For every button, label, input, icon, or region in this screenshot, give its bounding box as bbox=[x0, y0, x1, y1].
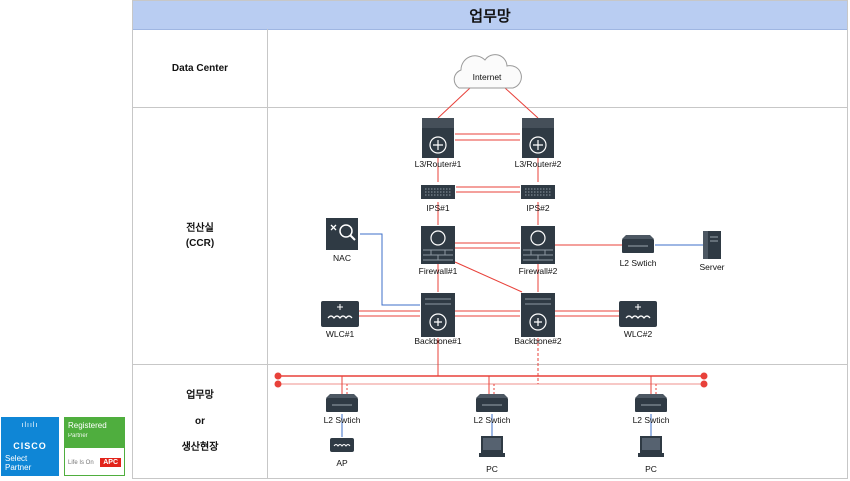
badge-text: Life Is On bbox=[68, 459, 94, 466]
apc-partner-badge: Registered Partner Life Is On APC bbox=[64, 417, 125, 476]
node-label: AP bbox=[336, 458, 348, 468]
node-label: WLC#1 bbox=[325, 329, 355, 339]
node-label: PC bbox=[486, 464, 498, 474]
network-links bbox=[278, 87, 704, 397]
apc-logo: APC bbox=[100, 458, 121, 467]
zone-data-center: Data Center bbox=[133, 29, 267, 107]
blue-links bbox=[341, 233, 703, 437]
badge-text: Partner bbox=[68, 433, 88, 439]
switch-icon bbox=[325, 393, 359, 413]
firewall-icon bbox=[421, 226, 455, 264]
zone-divider bbox=[133, 107, 847, 108]
ips-icon bbox=[521, 185, 555, 199]
node-label: L2 Swtich bbox=[619, 258, 657, 268]
badge-text: Registered bbox=[68, 421, 107, 430]
cisco-logo: CISCO bbox=[13, 441, 47, 451]
node-label: L3/Router#1 bbox=[414, 159, 462, 169]
cloud-icon bbox=[453, 54, 522, 89]
wlc-icon bbox=[321, 301, 359, 327]
firewall-icon bbox=[521, 226, 555, 264]
node-label: Backbone#2 bbox=[514, 336, 562, 346]
badge-text: Partner bbox=[5, 463, 32, 472]
backbone-icon bbox=[521, 293, 555, 337]
node-label: L2 Swtich bbox=[473, 415, 511, 425]
wlc-icon bbox=[619, 301, 657, 327]
node-label: Firewall#2 bbox=[518, 266, 558, 276]
node-label: Server bbox=[699, 262, 725, 272]
server-icon bbox=[703, 231, 721, 259]
bus-endpoint bbox=[274, 372, 282, 380]
ap-icon bbox=[330, 438, 354, 452]
node-label: L3/Router#2 bbox=[514, 159, 562, 169]
node-label: Internet bbox=[472, 72, 502, 82]
link bbox=[437, 87, 471, 119]
ips-icon bbox=[421, 185, 455, 199]
bus-endpoints bbox=[274, 372, 708, 388]
node-label: L2 Swtich bbox=[632, 415, 670, 425]
label-column-divider bbox=[267, 29, 268, 479]
zone-label: Data Center bbox=[171, 62, 229, 74]
node-label: WLC#2 bbox=[623, 329, 653, 339]
router-icon bbox=[422, 118, 454, 158]
backbone-icon bbox=[421, 293, 455, 337]
pc-icon bbox=[638, 436, 664, 457]
link bbox=[504, 87, 539, 119]
zone-label: 전산실 bbox=[186, 223, 214, 234]
pc-icon bbox=[479, 436, 505, 457]
zone-label: 업무망 bbox=[186, 390, 214, 401]
bus-endpoint bbox=[700, 372, 708, 380]
cisco-partner-badge: ılıılı CISCO Select Partner bbox=[1, 417, 59, 476]
node-label: IPS#2 bbox=[526, 203, 550, 213]
cisco-bars-icon: ılıılı bbox=[21, 422, 39, 429]
switch-icon bbox=[475, 393, 509, 413]
page-title: 업무망 bbox=[133, 1, 847, 30]
zone-label: or bbox=[195, 416, 205, 427]
diagram-frame bbox=[132, 0, 848, 479]
zone-label: 생산현장 bbox=[181, 442, 219, 453]
node-label: Backbone#1 bbox=[414, 336, 462, 346]
bus-endpoint bbox=[274, 380, 282, 388]
link bbox=[360, 233, 420, 306]
switch-icon bbox=[621, 234, 655, 254]
node-label: PC bbox=[645, 464, 657, 474]
node-label: NAC bbox=[333, 253, 351, 263]
badge-text: Select bbox=[5, 454, 28, 463]
nac-icon bbox=[326, 218, 358, 250]
node-label: L2 Swtich bbox=[323, 415, 361, 425]
router-icon bbox=[522, 118, 554, 158]
zone-divider bbox=[133, 364, 847, 365]
zone-office: 업무망 or 생산현장 bbox=[133, 365, 267, 479]
zone-label: (CCR) bbox=[185, 238, 215, 249]
node-label: Firewall#1 bbox=[418, 266, 458, 276]
node-label: IPS#1 bbox=[426, 203, 450, 213]
bus-endpoint bbox=[700, 380, 708, 388]
switch-icon bbox=[634, 393, 668, 413]
zone-ccr: 전산실 (CCR) bbox=[133, 108, 267, 364]
